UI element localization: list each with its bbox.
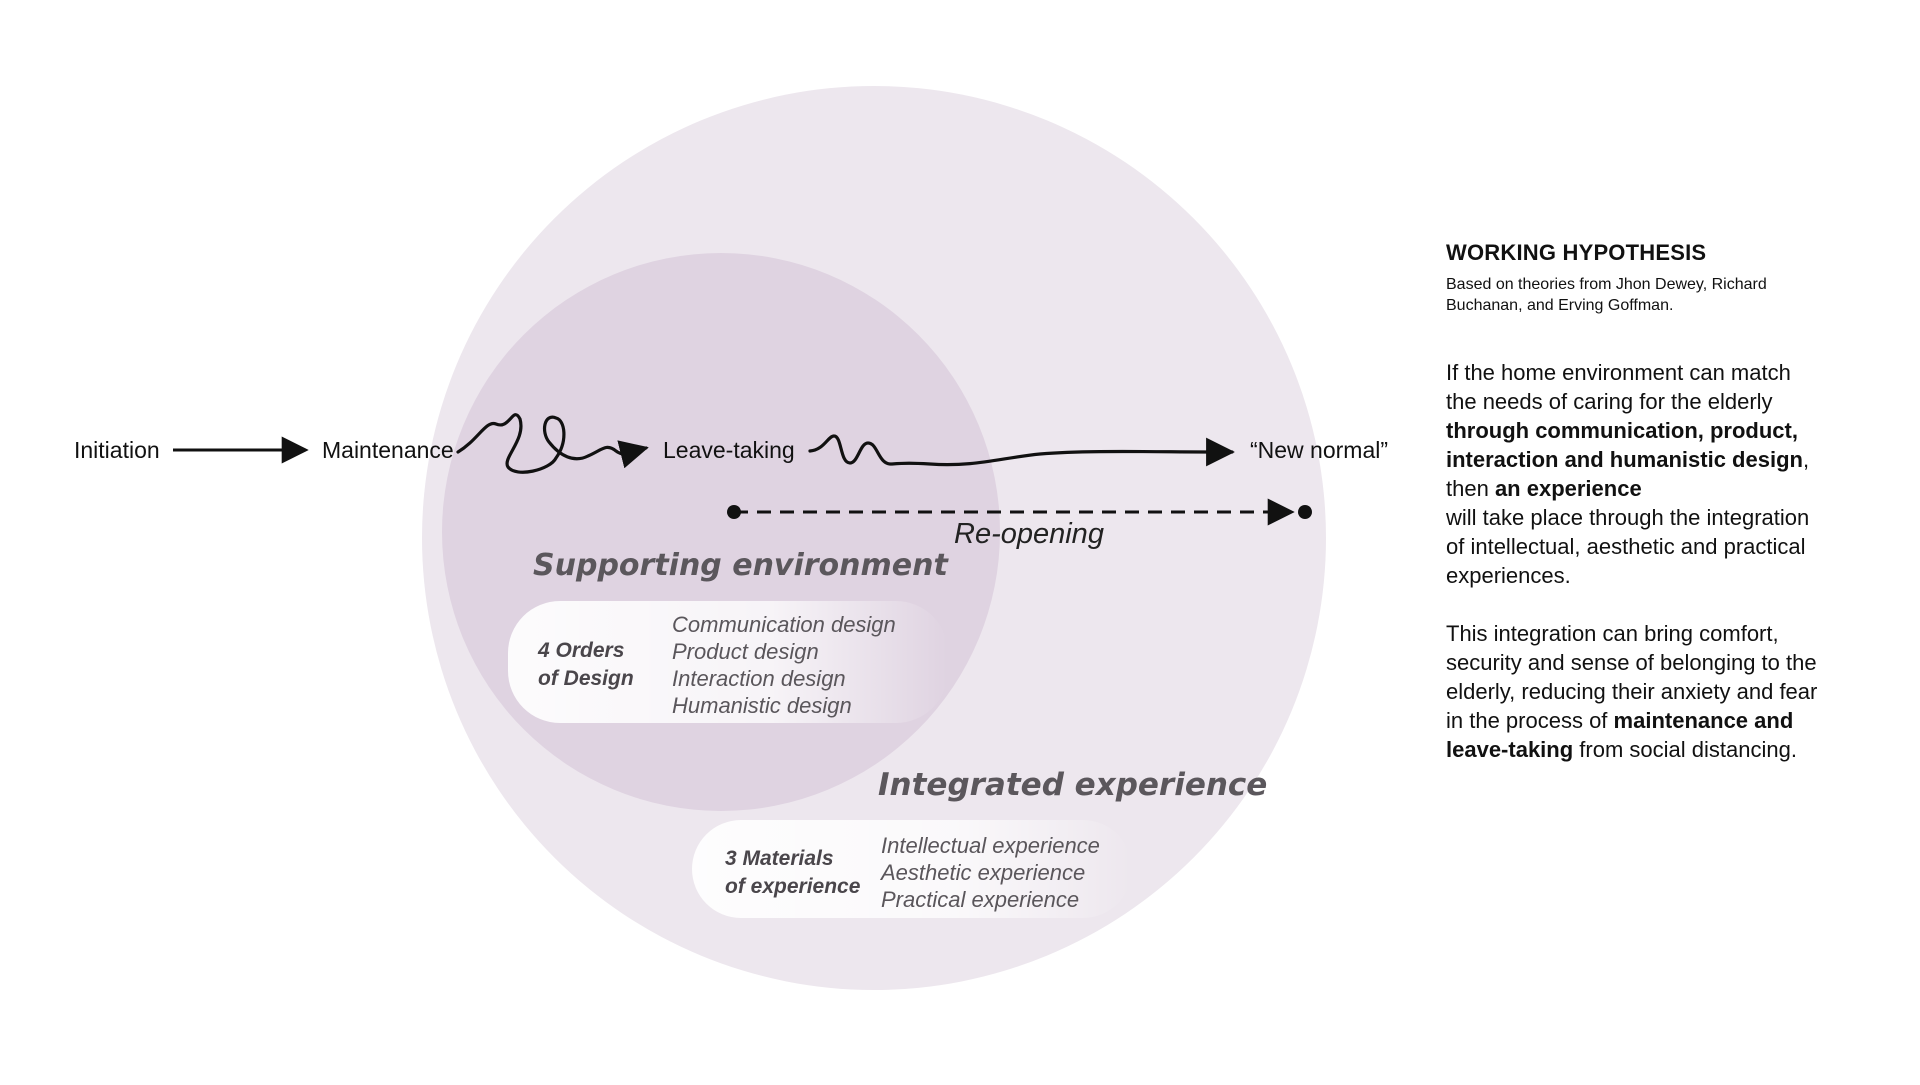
supporting-environment-circle [442,253,1000,811]
orders-of-design-panel [508,601,948,723]
squiggle-arrow-maintenance-leavetaking [456,413,649,474]
stage-new-normal: “New normal” [1250,437,1389,463]
reopening-end-dot [1298,505,1312,519]
stage-initiation: Initiation [74,437,160,463]
hypothesis-paragraph-1: If the home environment can match the ne… [1446,360,1810,588]
working-hypothesis-panel: WORKING HYPOTHESIS Based on theories fro… [1446,240,1866,764]
materials-of-experience-heading: 3 Materials of experience [725,847,861,898]
reopening-start-dot [727,505,741,519]
materials-of-experience-list: Intellectual experience Aesthetic experi… [881,832,1100,913]
hypothesis-paragraph-2: This integration can bring comfort, secu… [1446,621,1818,762]
orders-of-design-list: Communication design Product design Inte… [672,611,896,719]
stage-leave-taking: Leave-taking [663,437,795,463]
list-item: Intellectual experience [881,833,1100,858]
hypothesis-subtitle: Based on theories from Jhon Dewey, Richa… [1446,276,1767,314]
orders-of-design-heading: 4 Orders of Design [538,639,634,690]
list-item: Humanistic design [672,693,852,718]
integrated-experience-title: Integrated experience [878,767,1268,803]
list-item: Interaction design [672,666,846,691]
stage-maintenance: Maintenance [322,437,454,463]
wave-arrow-leavetaking-newnormal [808,434,1235,467]
materials-of-experience-panel [692,820,1132,918]
list-item: Aesthetic experience [881,860,1086,885]
list-item: Practical experience [881,887,1080,912]
hypothesis-title: WORKING HYPOTHESIS [1446,240,1707,265]
supporting-environment-title: Supporting environment [533,548,948,583]
reopening-label: Re-opening [954,518,1104,550]
list-item: Product design [672,639,819,664]
list-item: Communication design [672,612,896,637]
